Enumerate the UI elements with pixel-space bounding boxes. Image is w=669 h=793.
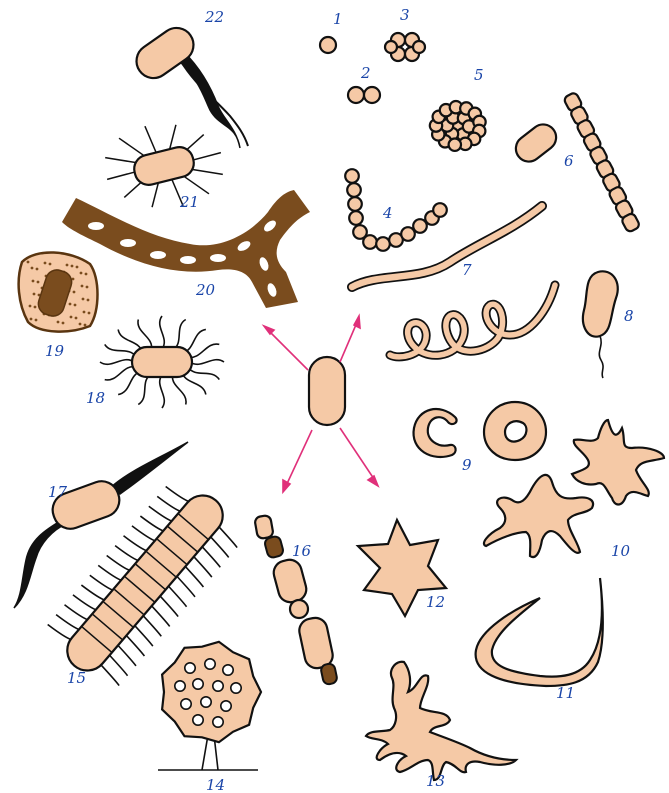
label-20: 20 <box>195 281 216 299</box>
shape-21-fimbriated <box>105 125 223 207</box>
shape-19-dotted-cell <box>19 252 98 331</box>
label-5: 5 <box>474 66 484 84</box>
label-12: 12 <box>426 593 445 611</box>
label-1: 1 <box>333 10 343 28</box>
shape-18-peritrichous <box>100 316 224 408</box>
arrow-up-right-head <box>354 316 360 328</box>
arrow-down-left-head <box>283 480 290 492</box>
label-14: 14 <box>206 776 225 793</box>
arrow-down-right <box>340 428 376 482</box>
arrow-up-left <box>266 328 308 370</box>
label-17: 17 <box>48 483 68 501</box>
label-22: 22 <box>204 8 224 26</box>
label-10: 10 <box>611 542 631 560</box>
shape-1-coccus <box>320 37 336 53</box>
shape-5-staphylococcus <box>430 101 486 151</box>
arrow-down-right-head <box>368 476 378 486</box>
label-7: 7 <box>462 261 472 279</box>
label-8: 8 <box>624 307 634 325</box>
label-9: 9 <box>462 456 472 474</box>
shape-16-chain <box>254 515 338 685</box>
shape-8-vibrio <box>583 271 618 378</box>
label-6: 6 <box>564 152 574 170</box>
shape-4-streptococcus <box>345 169 447 251</box>
label-21: 21 <box>179 193 199 211</box>
shape-22-monotrichous <box>130 21 248 148</box>
shape-6-streptobacillus <box>563 92 640 233</box>
shape-spirillum <box>390 285 555 357</box>
shape-6-bacillus <box>511 119 562 167</box>
label-11: 11 <box>556 684 575 702</box>
shape-9-curved <box>414 402 546 460</box>
label-15: 15 <box>67 669 86 687</box>
shape-13-branched <box>366 662 516 780</box>
shape-3-tetrad <box>385 33 425 61</box>
label-18: 18 <box>86 389 105 407</box>
arrow-up-left-head <box>264 326 274 334</box>
label-3: 3 <box>400 6 410 24</box>
arrow-down-left <box>285 430 312 488</box>
shape-11-filament <box>476 578 603 686</box>
label-16: 16 <box>292 542 312 560</box>
label-13: 13 <box>426 772 445 790</box>
central-cell <box>309 357 345 425</box>
shape-2-diplococcus <box>348 87 380 103</box>
label-4: 4 <box>382 204 393 222</box>
label-19: 19 <box>45 342 65 360</box>
label-2: 2 <box>360 64 371 82</box>
shape-14-tree <box>158 642 261 770</box>
